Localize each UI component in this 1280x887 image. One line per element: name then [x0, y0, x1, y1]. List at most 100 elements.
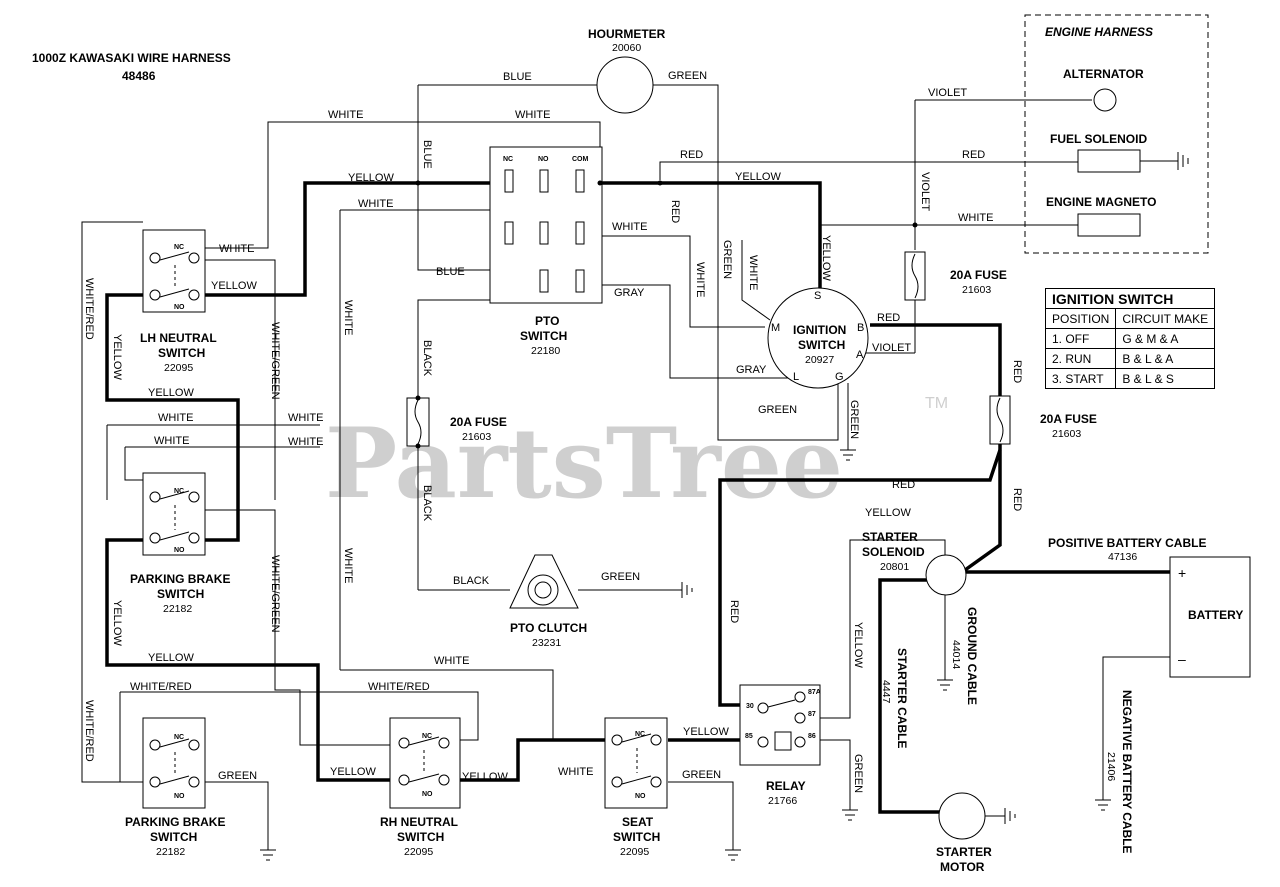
seat-label-2: SWITCH	[613, 830, 660, 844]
svg-text:GREEN: GREEN	[682, 769, 721, 781]
starter-cable-label: STARTER CABLE	[895, 648, 909, 748]
diagram-title: 1000Z KAWASAKI WIRE HARNESS	[32, 51, 231, 65]
relay-87: 87	[808, 711, 816, 718]
starter-motor-label: STARTER	[936, 845, 992, 859]
lh-neutral-label-2: SWITCH	[158, 346, 205, 360]
fuse-right-part: 21603	[1052, 428, 1081, 440]
parking-brake-2-symbol	[142, 717, 206, 809]
ignition-switch-symbol	[767, 287, 869, 389]
svg-text:RED: RED	[877, 312, 900, 324]
svg-text:WHITE: WHITE	[612, 221, 647, 233]
fuel-solenoid-label: FUEL SOLENOID	[1050, 132, 1147, 146]
parking-brake-1-symbol	[142, 472, 206, 556]
positive-cable-label: POSITIVE BATTERY CABLE	[1048, 536, 1206, 550]
pto-com-label: COM	[572, 156, 589, 163]
svg-text:YELLOW: YELLOW	[111, 600, 123, 646]
svg-text:YELLOW: YELLOW	[148, 387, 194, 399]
negative-cable-part: 21406	[1105, 752, 1117, 781]
svg-text:RED: RED	[669, 200, 681, 223]
watermark-tm: TM	[925, 395, 948, 412]
svg-text:WHITE: WHITE	[342, 300, 354, 335]
wire-labels-vertical: BLUE RED WHITE GREEN WHITE YELLOW VIOLET…	[83, 140, 1023, 793]
svg-text:YELLOW: YELLOW	[111, 334, 123, 380]
fuse-top-part: 21603	[962, 284, 991, 296]
relay-label: RELAY	[766, 779, 806, 793]
pto-no-label: NO	[538, 156, 549, 163]
battery-label: BATTERY	[1188, 608, 1243, 622]
pb2-label-2: SWITCH	[150, 830, 197, 844]
pto-clutch-part: 23231	[532, 637, 561, 649]
ignition-switch-table: IGNITION SWITCH POSITION CIRCUIT MAKE 1.…	[1044, 288, 1216, 389]
pb1-label: PARKING BRAKE	[130, 572, 230, 586]
pto-clutch-label: PTO CLUTCH	[510, 621, 587, 635]
seat-label: SEAT	[622, 815, 654, 829]
battery-plus: +	[1178, 565, 1186, 581]
positive-cable-part: 47136	[1108, 551, 1137, 563]
ignition-m: M	[771, 322, 780, 334]
pb1-part: 22182	[163, 603, 192, 615]
lh-neutral-label: LH NEUTRAL	[140, 331, 217, 345]
engine-magneto-label: ENGINE MAGNETO	[1046, 195, 1156, 209]
ignition-table-title: IGNITION SWITCH	[1044, 288, 1216, 309]
alternator-symbol	[1093, 88, 1117, 112]
svg-text:YELLOW: YELLOW	[735, 171, 781, 183]
svg-text:WHITE: WHITE	[515, 109, 550, 121]
svg-text:YELLOW: YELLOW	[820, 235, 832, 281]
svg-text:WHITE: WHITE	[694, 262, 706, 297]
hourmeter-part: 20060	[612, 42, 641, 54]
svg-text:WHITE/RED: WHITE/RED	[130, 681, 192, 693]
svg-text:YELLOW: YELLOW	[852, 622, 864, 668]
ignition-l: L	[793, 371, 799, 383]
seat-no: NO	[635, 793, 646, 800]
svg-text:GRAY: GRAY	[614, 287, 645, 299]
starter-motor-label-2: MOTOR	[940, 860, 985, 874]
svg-text:VIOLET: VIOLET	[872, 342, 911, 354]
ignition-s: S	[814, 290, 821, 302]
rh-neutral-label-2: SWITCH	[397, 830, 444, 844]
pb1-nc: NC	[174, 488, 184, 495]
svg-text:GREEN: GREEN	[758, 404, 797, 416]
table-cell: G & M & A	[1115, 328, 1216, 349]
svg-text:WHITE: WHITE	[958, 212, 993, 224]
ignition-a: A	[856, 349, 864, 361]
seat-nc: NC	[635, 731, 645, 738]
relay-85: 85	[745, 733, 753, 740]
pb2-nc: NC	[174, 734, 184, 741]
solenoid-label-2: SOLENOID	[862, 545, 925, 559]
hourmeter-symbol	[596, 56, 654, 114]
svg-text:GREEN: GREEN	[668, 70, 707, 82]
svg-text:WHITE/GREEN: WHITE/GREEN	[269, 322, 281, 400]
svg-text:BLUE: BLUE	[421, 140, 433, 169]
svg-text:RED: RED	[728, 600, 740, 623]
rh-no: NO	[422, 791, 433, 798]
table-cell: B & L & A	[1115, 348, 1216, 369]
pb2-part: 22182	[156, 846, 185, 858]
svg-text:RED: RED	[962, 149, 985, 161]
svg-text:BLUE: BLUE	[503, 71, 532, 83]
svg-text:WHITE/RED: WHITE/RED	[83, 278, 95, 340]
alternator-label: ALTERNATOR	[1063, 67, 1144, 81]
svg-text:WHITE/GREEN: WHITE/GREEN	[269, 555, 281, 633]
fuse-right-symbol	[989, 395, 1011, 445]
fuse-left-symbol	[406, 397, 430, 447]
relay-30: 30	[746, 703, 754, 710]
ground-cable-part: 44014	[950, 640, 962, 669]
svg-text:BLUE: BLUE	[436, 266, 465, 278]
svg-text:WHITE: WHITE	[288, 436, 323, 448]
pb1-no: NO	[174, 547, 185, 554]
hourmeter-label: HOURMETER	[588, 27, 666, 41]
ignition-label: IGNITION	[793, 323, 846, 337]
rh-neutral-switch-symbol	[389, 717, 461, 809]
svg-text:GRAY: GRAY	[736, 364, 767, 376]
solenoid-part: 20801	[880, 561, 909, 573]
svg-text:GREEN: GREEN	[601, 571, 640, 583]
fuse-top-label: 20A FUSE	[950, 268, 1007, 282]
fuse-right-label: 20A FUSE	[1040, 412, 1097, 426]
relay-87a: 87A	[808, 689, 821, 696]
svg-text:RED: RED	[680, 149, 703, 161]
fuse-left-part: 21603	[462, 431, 491, 443]
fuse-left-label: 20A FUSE	[450, 415, 507, 429]
svg-text:WHITE: WHITE	[154, 435, 189, 447]
pto-switch-label: PTO	[535, 314, 559, 328]
pto-terminals	[504, 169, 585, 293]
